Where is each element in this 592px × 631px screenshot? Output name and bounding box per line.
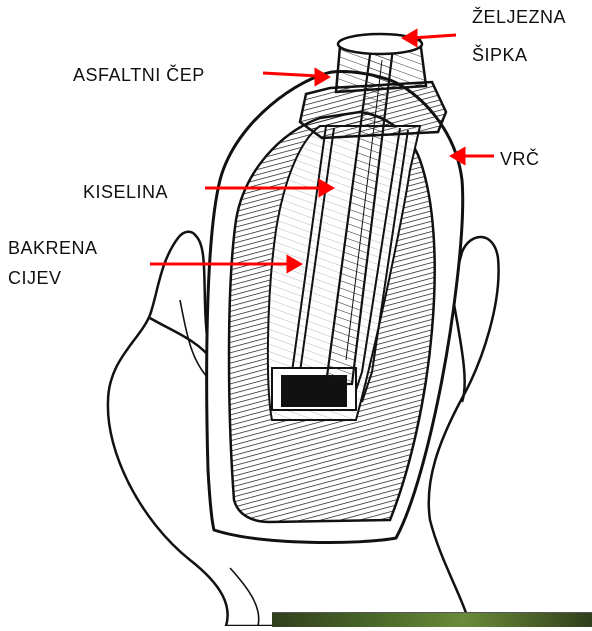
arrow-iron-rod [404,31,456,45]
arrow-asphalt-plug [263,70,328,84]
label-copper-tube-line2: CIJEV [8,267,62,289]
label-jar: VRČ [500,148,540,170]
label-asphalt-plug: ASFALTNI ČEP [73,64,205,86]
label-iron-rod-line1: ŽELJEZNA [472,6,566,28]
label-copper-tube-line1: BAKRENA [8,237,98,259]
arrow-jar [452,149,494,163]
corner-image-strip [272,612,592,627]
label-acid: KISELINA [83,181,168,203]
label-iron-rod-line2: ŠIPKA [472,44,528,66]
